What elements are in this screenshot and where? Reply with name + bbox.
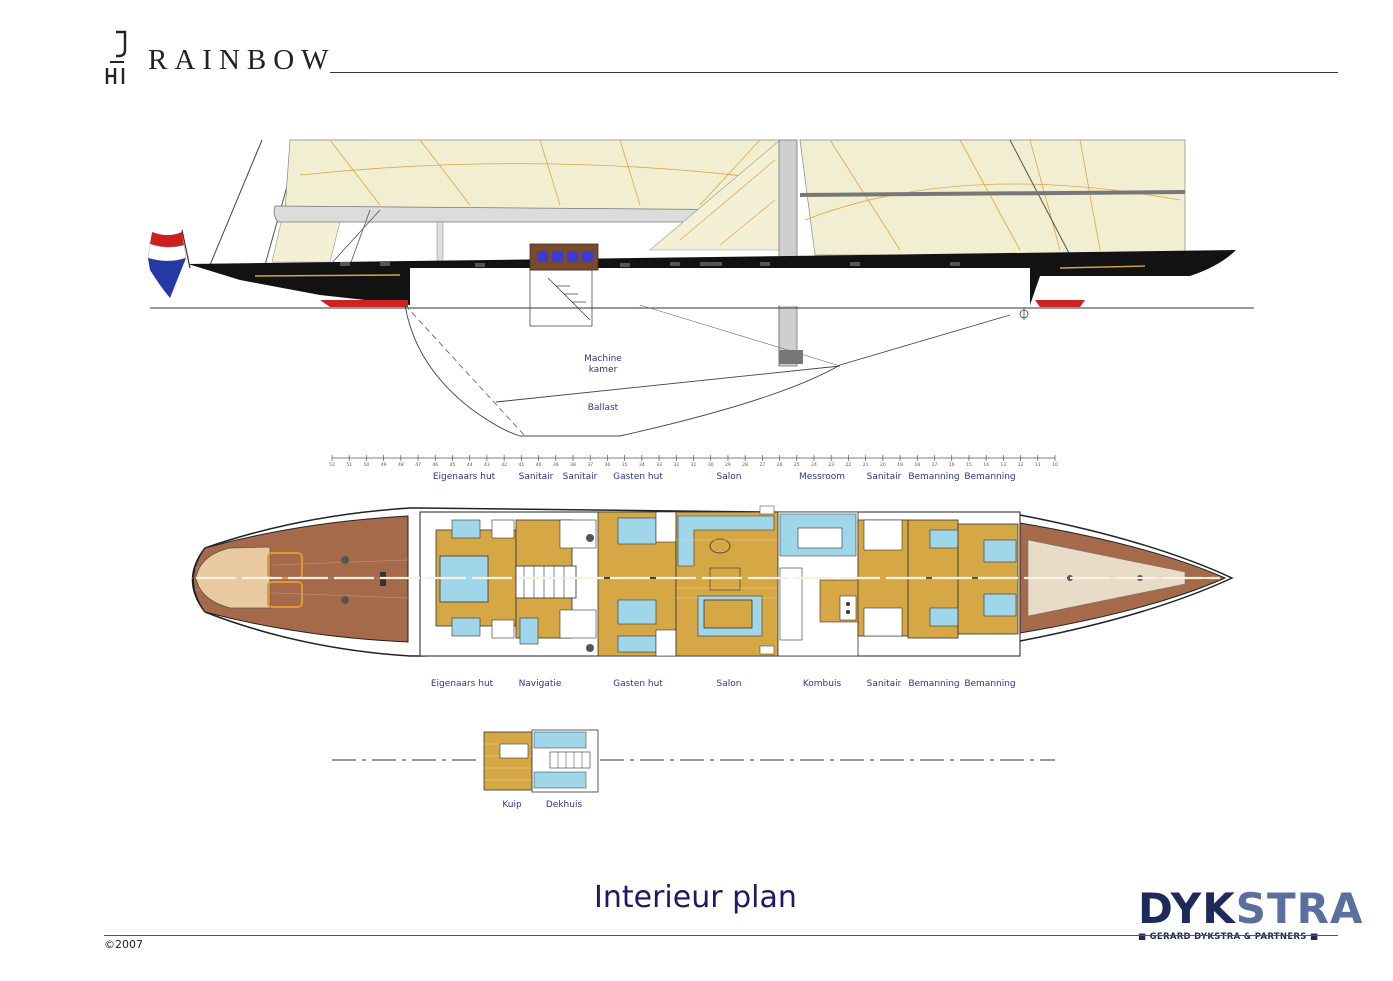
machine-room-label-2: kamer	[589, 365, 618, 375]
ruler-tick-label: 44	[467, 462, 473, 468]
brand-dark: DYK	[1138, 884, 1236, 933]
ruler-tick-label: 53	[329, 462, 335, 468]
room-label-top: Sanitair	[563, 472, 598, 482]
ruler-tick-label: 19	[897, 462, 903, 468]
ruler-tick-label: 20	[880, 462, 886, 468]
cockpit-label: Kuip	[502, 800, 522, 810]
ruler-tick-label: 14	[983, 462, 989, 468]
mizzen-sail	[799, 139, 1186, 256]
dykstra-logo: DYKSTRA	[1138, 884, 1364, 933]
room-label-top: Eigenaars hut	[433, 472, 496, 482]
plan-title: Interieur plan	[594, 880, 797, 915]
ruler-tick-label: 48	[398, 462, 404, 468]
ruler-tick-label: 34	[639, 462, 645, 468]
side-profile: Machine kamer Ballast	[147, 139, 1254, 437]
ruler-tick-label: 46	[432, 462, 438, 468]
dykstra-subtitle: ■ GERARD DYKSTRA & PARTNERS ■	[1138, 932, 1319, 942]
deck-plan: Eigenaars hut Sanitair Sanitair Gasten h…	[191, 472, 1234, 689]
ruler-tick-label: 17	[932, 462, 938, 468]
room-label-bottom: Navigatie	[519, 679, 562, 689]
room-label-bottom: Salon	[717, 679, 742, 689]
room-label-top: Bemanning	[908, 472, 959, 482]
ruler-tick-label: 41	[518, 462, 524, 468]
scale-ruler: 53 51 50 49 48 47 46 45 44 43 42 41 40 39 38 37 36 35 34 33…	[329, 455, 1058, 468]
mainsail	[284, 139, 781, 211]
room-label-top: Messroom	[799, 472, 845, 482]
ruler-tick-label: 30	[708, 462, 714, 468]
header-rule	[330, 72, 1338, 73]
mast	[778, 139, 798, 367]
ruler-tick-label: 24	[811, 462, 817, 468]
ballast-label: Ballast	[588, 403, 619, 413]
jhi-logo	[105, 30, 127, 84]
ruler-tick-label: 40	[536, 462, 542, 468]
dutch-flag	[147, 229, 191, 298]
ruler-tick-label: 23	[828, 462, 834, 468]
brand-light: STRA	[1235, 884, 1364, 933]
machine-room-label-1: Machine	[584, 354, 622, 364]
copyright: ©2007	[104, 938, 143, 951]
ruler-tick-label: 27	[759, 462, 765, 468]
deckhouse-label: Dekhuis	[546, 800, 583, 810]
ruler-tick-label: 50	[364, 462, 370, 468]
hull-cutaway	[410, 268, 1030, 306]
ruler-tick-label: 10	[1052, 462, 1058, 468]
footer-rule	[104, 935, 1338, 936]
room-label-bottom: Kombuis	[803, 679, 842, 689]
ruler-tick-label: 31	[691, 462, 697, 468]
ruler-tick-label: 38	[570, 462, 576, 468]
room-label-top: Salon	[717, 472, 742, 482]
ruler-tick-label: 36	[605, 462, 611, 468]
room-label-top: Bemanning	[964, 472, 1015, 482]
room-label-top: Sanitair	[867, 472, 902, 482]
ruler-tick-label: 42	[501, 462, 507, 468]
ruler-tick-label: 12	[1018, 462, 1024, 468]
ruler-tick-label: 47	[415, 462, 421, 468]
ruler-tick-label: 16	[949, 462, 955, 468]
ruler-tick-label: 22	[846, 462, 852, 468]
ruler-tick-label: 43	[484, 462, 490, 468]
ruler-tick-label: 18	[914, 462, 920, 468]
ruler-tick-label: 28	[742, 462, 748, 468]
ruler-tick-label: 33	[656, 462, 662, 468]
cockpit-plan	[483, 731, 533, 791]
room-label-top: Sanitair	[519, 472, 554, 482]
ruler-tick-label: 35	[622, 462, 628, 468]
ruler-tick-label: 37	[587, 462, 593, 468]
ruler-tick-label: 39	[553, 462, 559, 468]
page-header-title: RAINBOW	[148, 44, 336, 76]
room-label-bottom: Bemanning	[908, 679, 959, 689]
keel-outline	[404, 304, 1011, 437]
room-label-bottom: Sanitair	[867, 679, 902, 689]
ruler-tick-label: 32	[673, 462, 679, 468]
ruler-tick-label: 45	[450, 462, 456, 468]
ruler-tick-label: 25	[794, 462, 800, 468]
ruler-tick-label: 15	[966, 462, 972, 468]
ruler-tick-label: 21	[863, 462, 869, 468]
ruler-tick-label: 13	[1000, 462, 1006, 468]
ruler-tick-label: 11	[1035, 462, 1041, 468]
ruler-tick-label: 49	[381, 462, 387, 468]
ruler-tick-label: 29	[725, 462, 731, 468]
ruler-tick-label: 26	[777, 462, 783, 468]
deckhouse-plan: Kuip Dekhuis	[332, 729, 1055, 810]
room-label-bottom: Eigenaars hut	[431, 679, 494, 689]
ruler-tick-label: 51	[346, 462, 352, 468]
room-label-top: Gasten hut	[613, 472, 663, 482]
room-label-bottom: Bemanning	[964, 679, 1015, 689]
room-label-bottom: Gasten hut	[613, 679, 663, 689]
